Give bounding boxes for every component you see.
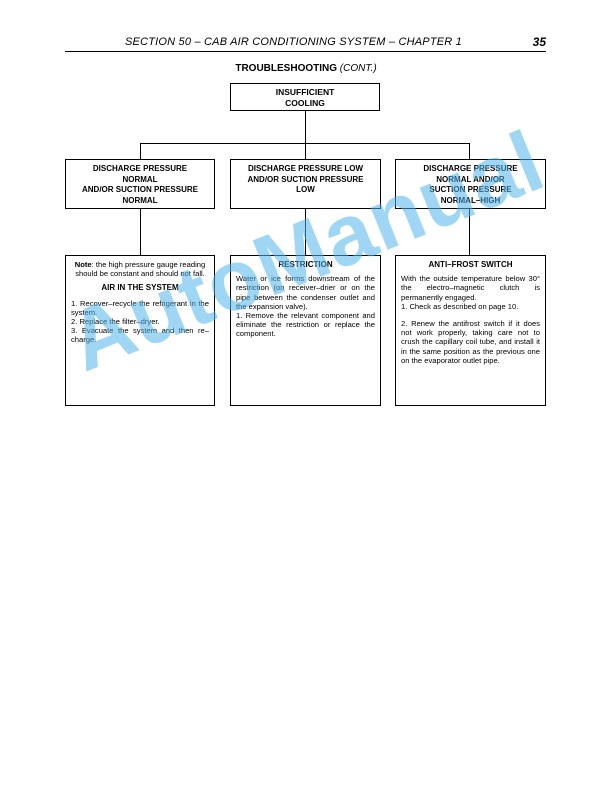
connector-right-detail bbox=[469, 209, 470, 255]
branch-line: SUCTION PRESSURE bbox=[429, 185, 512, 194]
top-box-line2: COOLING bbox=[285, 98, 325, 108]
detail-line: 1. Remove the relevant component and eli… bbox=[236, 311, 375, 339]
branch-line: DISCHARGE PRESSURE bbox=[92, 164, 188, 173]
detail-line: 1. Check as described on page 10. bbox=[401, 301, 519, 311]
detail-title: RESTRICTION bbox=[278, 260, 333, 269]
connector-middle-detail bbox=[305, 209, 306, 255]
detail-box-air-in-system: Note: the high pressure gauge reading sh… bbox=[65, 255, 215, 406]
page-number: 35 bbox=[532, 35, 546, 49]
connector-left-detail bbox=[140, 209, 141, 255]
insufficient-cooling-box: INSUFFICIENT COOLING bbox=[230, 83, 380, 111]
note-paragraph: Note: the high pressure gauge reading sh… bbox=[71, 260, 209, 278]
branch-box-low: DISCHARGE PRESSURE LOW AND/OR SUCTION PR… bbox=[230, 159, 381, 209]
branch-box-normal-high: DISCHARGE PRESSURE NORMAL AND/OR SUCTION… bbox=[395, 159, 546, 209]
branch-line: DISCHARGE PRESSURE bbox=[423, 164, 518, 173]
branch-line: DISCHARGE PRESSURE LOW bbox=[247, 164, 364, 173]
detail-line: 3. Evacuate the system and then re–charg… bbox=[71, 326, 209, 345]
detail-line: 2. Replace the filter–dryer. bbox=[71, 317, 160, 327]
top-box-line1: INSUFFICIENT bbox=[275, 87, 335, 97]
page-header: SECTION 50 – CAB AIR CONDITIONING SYSTEM… bbox=[65, 33, 546, 52]
branch-line: AND/OR SUCTION PRESSURE bbox=[247, 174, 364, 184]
detail-title: ANTI–FROST SWITCH bbox=[428, 260, 513, 269]
heading-main: TROUBLESHOOTING bbox=[235, 63, 338, 74]
connector-top-vertical bbox=[305, 111, 306, 144]
note-label: Note bbox=[74, 260, 92, 269]
detail-line: 1. Recover–recycle the refrigerant in th… bbox=[71, 298, 209, 317]
branch-line: LOW bbox=[296, 185, 315, 194]
detail-line: Water or ice forms downstream of the res… bbox=[236, 274, 375, 311]
section-heading: TROUBLESHOOTING (CONT.) bbox=[0, 63, 612, 74]
heading-suffix: (CONT.) bbox=[339, 63, 377, 74]
branch-line: AND/OR SUCTION PRESSURE bbox=[81, 185, 198, 194]
branch-box-normal: DISCHARGE PRESSURE NORMAL AND/OR SUCTION… bbox=[65, 159, 215, 209]
note-text: : the high pressure gauge reading should… bbox=[75, 260, 206, 279]
detail-title: AIR IN THE SYSTEM bbox=[101, 283, 179, 293]
detail-box-restriction: RESTRICTION Water or ice forms downstrea… bbox=[230, 255, 381, 406]
branch-line: NORMAL–HIGH bbox=[440, 195, 501, 205]
detail-line: With the outside temperature below 30° t… bbox=[401, 274, 540, 302]
connector-left-down bbox=[140, 143, 141, 159]
branch-line: NORMAL bbox=[122, 195, 158, 205]
connector-right-down bbox=[469, 143, 470, 159]
branch-line: NORMAL AND/OR bbox=[436, 174, 505, 184]
detail-line: 2. Renew the antifrost switch if it does… bbox=[401, 319, 540, 365]
detail-box-anti-frost-switch: ANTI–FROST SWITCH With the outside tempe… bbox=[395, 255, 546, 406]
branch-line: NORMAL bbox=[122, 174, 158, 184]
connector-middle-down bbox=[305, 143, 306, 159]
header-title: SECTION 50 – CAB AIR CONDITIONING SYSTEM… bbox=[125, 36, 462, 48]
